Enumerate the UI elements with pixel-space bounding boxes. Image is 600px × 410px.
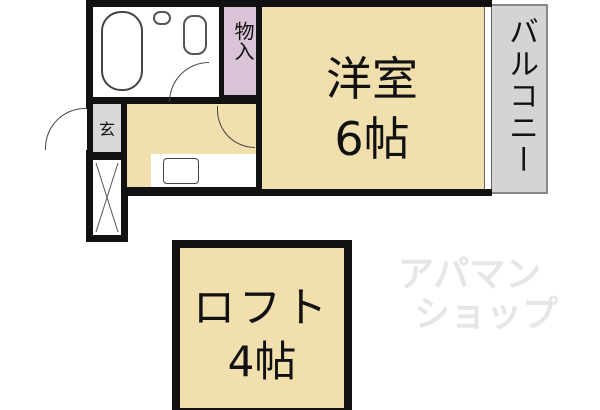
bathroom-door[interactable] — [169, 62, 209, 102]
toilet-icon — [183, 15, 207, 55]
loft: ロフト 4帖 — [180, 248, 344, 408]
storage-label: 物入 — [231, 21, 255, 61]
western-room-name: 洋室 — [326, 52, 418, 106]
kitchen-counter — [151, 154, 256, 187]
balcony-window — [484, 7, 492, 189]
watermark-line2: ショップ — [414, 294, 559, 335]
closet-cross-icon — [95, 162, 119, 233]
entrance-label: 玄 — [98, 120, 115, 139]
kitchen-sink-icon — [163, 158, 199, 184]
room-door[interactable] — [217, 106, 255, 148]
bathroom — [93, 7, 219, 102]
loft-name: ロフト — [192, 283, 331, 332]
western-room-size: 6帖 — [334, 112, 410, 166]
entrance-door[interactable] — [45, 108, 87, 150]
shoe-closet — [93, 160, 121, 235]
entrance: 玄 — [93, 104, 121, 152]
watermark-logo: アパマン ショップ — [398, 255, 558, 335]
storage-closet: 物入 — [224, 7, 256, 95]
sink-icon — [153, 11, 171, 25]
bathtub-icon — [101, 11, 143, 91]
balcony: バルコニー — [492, 4, 548, 194]
loft-size: 4帖 — [227, 337, 297, 386]
western-room: 洋室 6帖 — [262, 7, 484, 189]
kitchen-corridor — [127, 104, 256, 187]
balcony-label: バルコニー — [503, 16, 538, 176]
watermark-line1: アパマン — [398, 254, 542, 295]
